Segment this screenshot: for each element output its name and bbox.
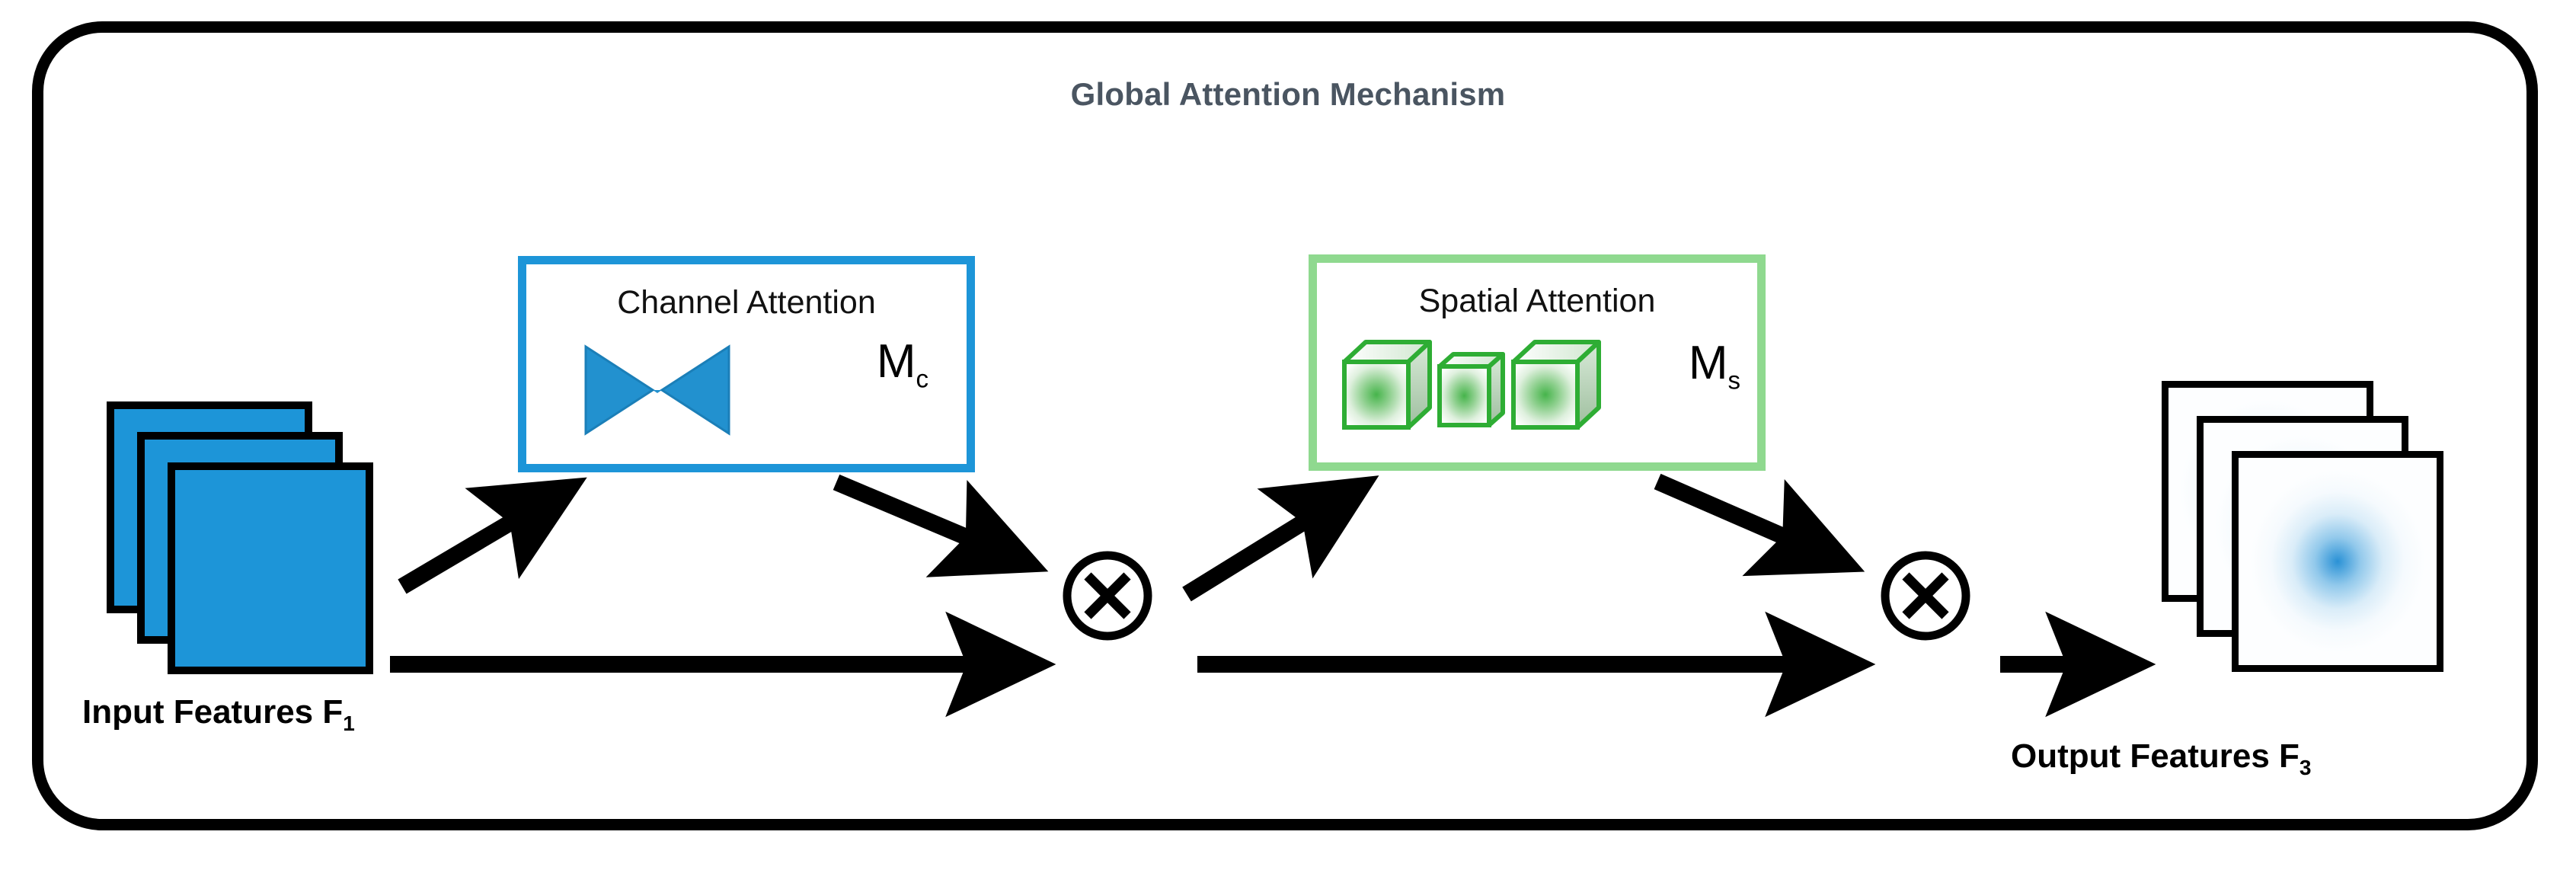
bowtie-icon (584, 344, 730, 436)
cube-1 (1342, 340, 1432, 430)
spatial-attention-symbol-m: M (1688, 337, 1728, 389)
spatial-attention-symbol: Ms (1689, 336, 1740, 395)
input-feature-stack (107, 401, 396, 676)
spatial-attention-symbol-subscript: s (1727, 366, 1741, 395)
channel-attention-symbol-subscript: c (916, 364, 929, 393)
output-features-label-text: Output Features F (2011, 737, 2300, 775)
output-feature-sheet-front (2232, 451, 2443, 672)
global-attention-frame (32, 21, 2538, 830)
figure-title: Global Attention Mechanism (1070, 76, 1506, 112)
multiply-operator-icon-2 (1881, 551, 1970, 641)
output-feature-stack (2162, 381, 2466, 686)
channel-attention-title: Channel Attention (617, 284, 876, 321)
cube-row-icon (1342, 340, 1601, 430)
cube-3 (1511, 340, 1601, 430)
input-features-label-text: Input Features F (82, 693, 344, 731)
channel-attention-symbol-m: M (876, 335, 916, 388)
channel-attention-symbol: Mc (877, 334, 928, 393)
output-features-label: Output Features F3 (2011, 737, 2311, 780)
input-features-label-subscript: 1 (343, 711, 355, 735)
spatial-attention-title: Spatial Attention (1418, 283, 1656, 319)
input-features-label: Input Features F1 (82, 693, 355, 736)
cube-2 (1437, 352, 1505, 427)
spatial-attention-box[interactable]: Spatial Attention (1309, 254, 1766, 471)
multiply-operator-icon-1 (1063, 551, 1152, 641)
output-features-label-subscript: 3 (2299, 755, 2312, 779)
input-feature-sheet-front (168, 462, 373, 674)
channel-attention-box[interactable]: Channel Attention Mc (518, 256, 975, 472)
